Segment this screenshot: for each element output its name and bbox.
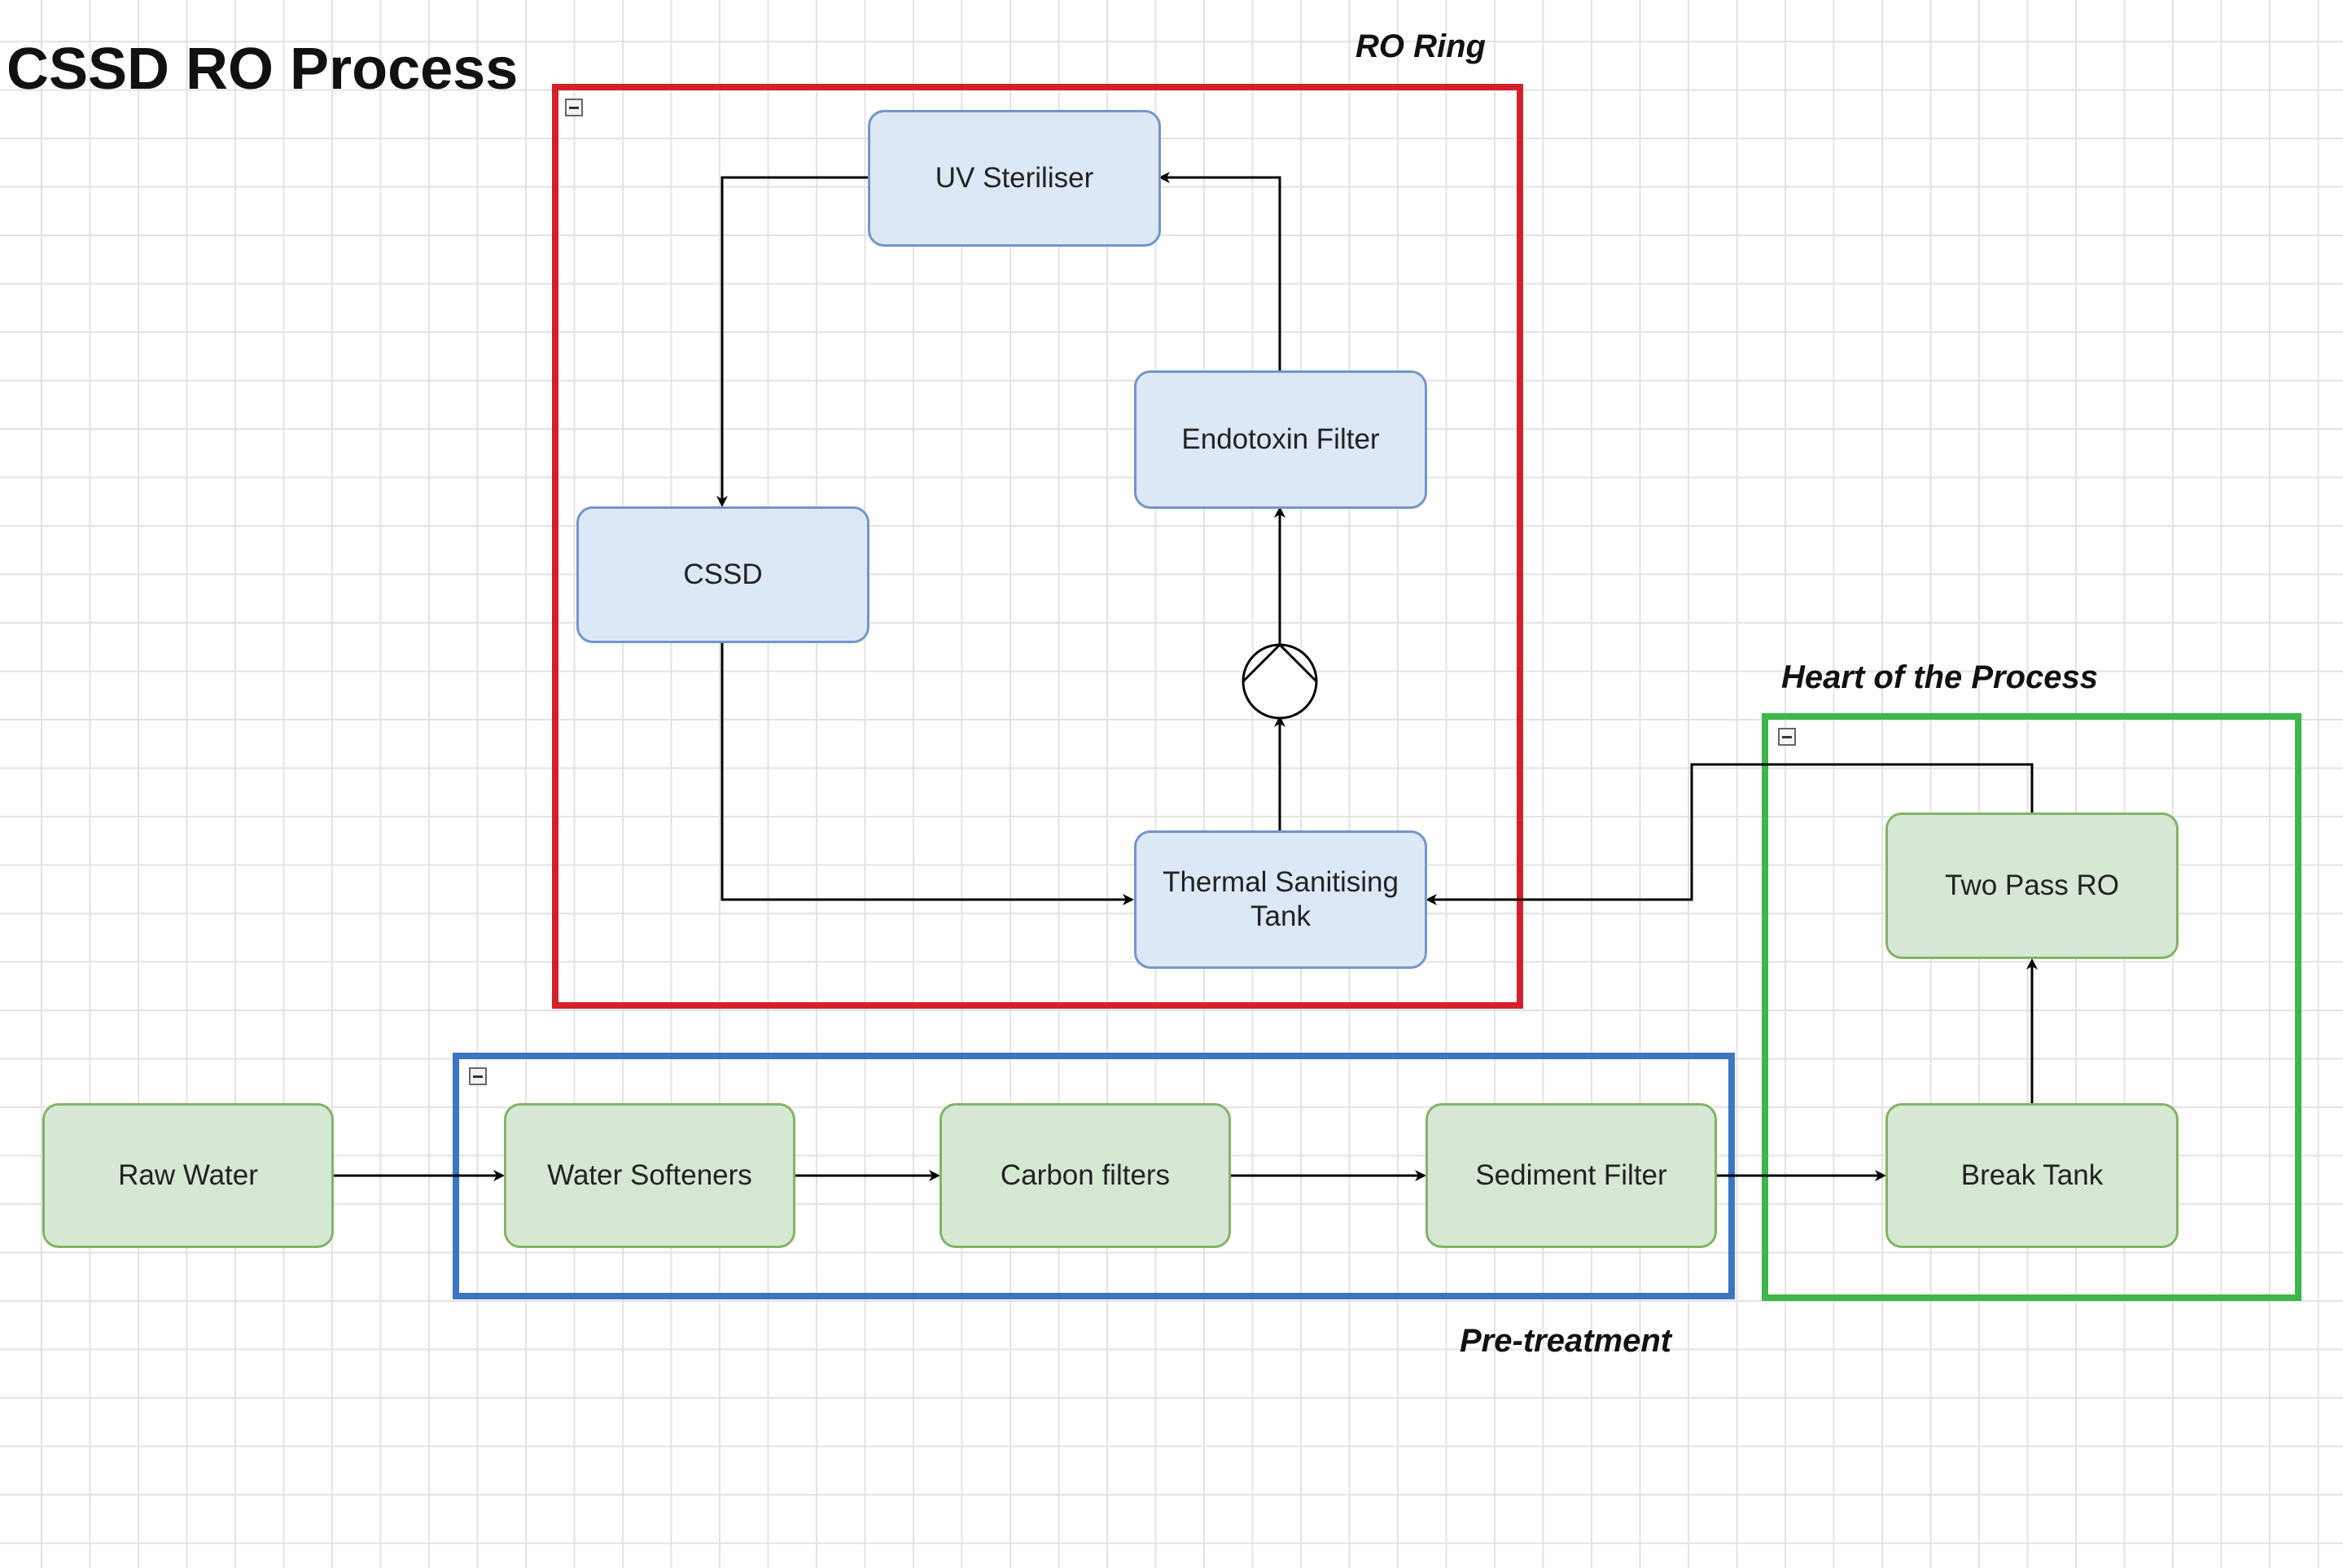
- cssd-node[interactable]: CSSD: [576, 506, 869, 643]
- break-tank-node[interactable]: Break Tank: [1885, 1103, 2179, 1248]
- endotoxin-filter-label: Endotoxin Filter: [1181, 423, 1380, 455]
- heart-of-process-label: Heart of the Process: [1781, 659, 2099, 695]
- raw-water-label: Raw Water: [118, 1159, 258, 1191]
- sediment-filter-label: Sediment Filter: [1475, 1159, 1667, 1191]
- heart-of-process-group[interactable]: [1762, 713, 2301, 1301]
- carbon-filters-label: Carbon filters: [1000, 1159, 1171, 1191]
- two-pass-ro-label: Two Pass RO: [1945, 869, 2119, 901]
- ro-ring-group[interactable]: [552, 84, 1523, 1009]
- pretreatment-label: Pre-treatment: [1460, 1323, 1672, 1359]
- pretreatment-collapse-icon[interactable]: [469, 1067, 487, 1085]
- edge-endotoxin-to-uv: [1158, 172, 1281, 370]
- raw-water-node[interactable]: Raw Water: [42, 1103, 334, 1248]
- edge-ro-to-tank: [1426, 763, 2034, 905]
- thermal-tank-label-line2: Tank: [1250, 900, 1311, 932]
- thermal-sanitising-tank-node[interactable]: Thermal Sanitising Tank: [1134, 830, 1427, 969]
- edge-cssd-to-tank: [720, 643, 1134, 905]
- uv-steriliser-node[interactable]: UV Steriliser: [868, 110, 1161, 247]
- edge-uv-to-cssd: [716, 176, 868, 507]
- cssd-label: CSSD: [683, 558, 763, 590]
- ro-ring-label: RO Ring: [1355, 28, 1486, 64]
- uv-steriliser-label: UV Steriliser: [935, 162, 1094, 194]
- sediment-filter-node[interactable]: Sediment Filter: [1426, 1103, 1717, 1248]
- water-softeners-label: Water Softeners: [547, 1159, 752, 1191]
- pump-icon[interactable]: [1242, 642, 1318, 720]
- page-title: CSSD RO Process: [7, 37, 519, 102]
- ro-ring-collapse-icon[interactable]: [565, 99, 583, 116]
- two-pass-ro-node[interactable]: Two Pass RO: [1885, 812, 2179, 959]
- water-softeners-node[interactable]: Water Softeners: [504, 1103, 795, 1248]
- break-tank-label: Break Tank: [1960, 1159, 2104, 1191]
- endotoxin-filter-node[interactable]: Endotoxin Filter: [1134, 370, 1427, 509]
- heart-collapse-icon[interactable]: [1778, 728, 1796, 746]
- thermal-tank-label-line1: Thermal Sanitising: [1163, 866, 1399, 898]
- carbon-filters-node[interactable]: Carbon filters: [939, 1103, 1231, 1248]
